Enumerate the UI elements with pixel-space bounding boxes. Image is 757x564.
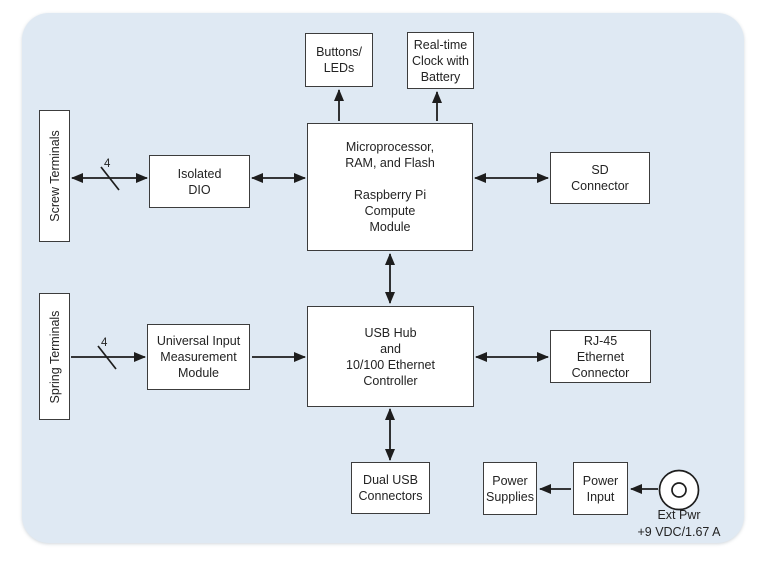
ext-pwr-caption: Ext Pwr <box>657 508 701 522</box>
node-power-supplies: Power Supplies <box>483 462 537 515</box>
bus-width-label-screw: 4 <box>104 158 111 170</box>
bus-width-label-spring: 4 <box>101 337 108 349</box>
node-spring-terminals-label: Spring Terminals <box>47 310 62 403</box>
node-universal-input-module: Universal Input Measurement Module <box>147 324 250 390</box>
node-screw-terminals-label: Screw Terminals <box>47 130 62 222</box>
node-realtime-clock: Real-time Clock with Battery <box>407 32 474 89</box>
node-rj45-connector: RJ-45 Ethernet Connector <box>550 330 651 383</box>
node-dual-usb-connectors: Dual USB Connectors <box>351 462 430 514</box>
node-microprocessor: Microprocessor, RAM, and Flash Raspberry… <box>307 123 473 251</box>
node-screw-terminals: Screw Terminals <box>39 110 70 242</box>
node-isolated-dio: Isolated DIO <box>149 155 250 208</box>
ext-pwr-rating: +9 VDC/1.67 A <box>637 525 721 539</box>
diagram-background-panel <box>22 13 744 543</box>
node-spring-terminals: Spring Terminals <box>39 293 70 420</box>
node-buttons-leds: Buttons/ LEDs <box>305 33 373 87</box>
node-usb-hub-ethernet: USB Hub and 10/100 Ethernet Controller <box>307 306 474 407</box>
node-sd-connector: SD Connector <box>550 152 650 204</box>
node-power-input: Power Input <box>573 462 628 515</box>
